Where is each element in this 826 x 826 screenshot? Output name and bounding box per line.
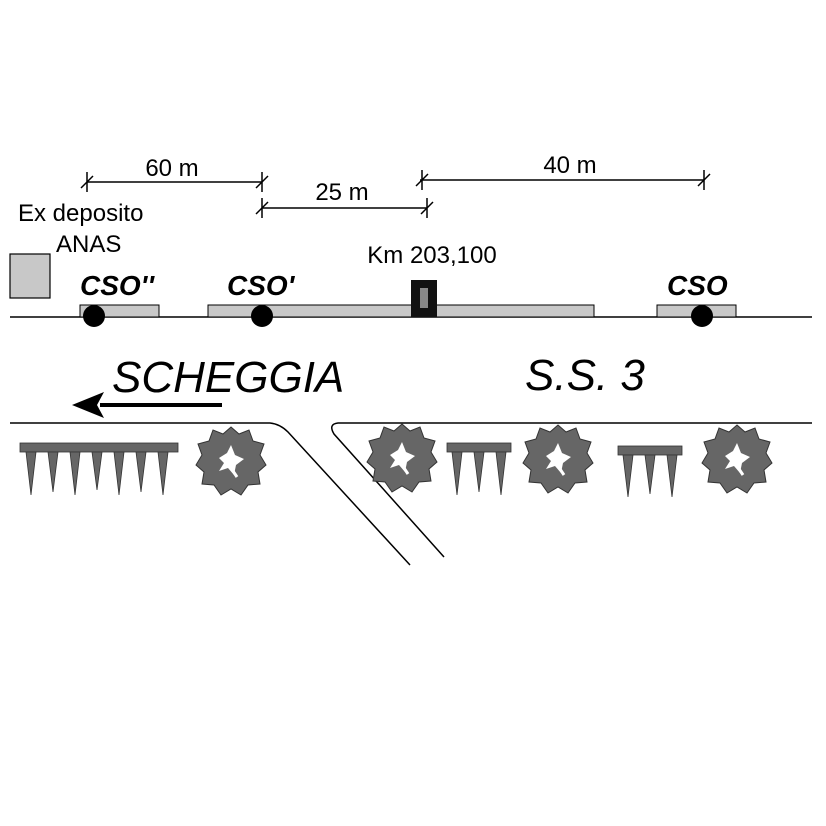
cso-right-label: CSO [667,270,728,301]
cso-mid-label: CSO' [227,270,296,301]
km-marker-label: Km 203,100 [367,242,496,269]
tree-icon [365,422,439,494]
hedge-icon [446,442,512,496]
cso-left-label: CSO'' [80,270,155,301]
depot-label-line1: Ex deposito [18,200,143,227]
hedge-icon [19,442,179,496]
dimension-25m: 25 m [315,179,368,206]
town-label: SCHEGGIA [112,353,344,402]
cso-mid-point [251,305,273,327]
dimension-lines [80,170,711,218]
cso-left-point [83,305,105,327]
hedge-icon [617,445,683,498]
depot-label-line2: ANAS [56,231,121,258]
road-label: S.S. 3 [525,351,645,400]
arrow-left-icon [72,392,222,418]
tree-icon [521,423,595,495]
dimension-60m: 60 m [145,155,198,182]
depot-building [9,253,51,299]
road-edge-lower-left [10,422,411,566]
strip-middle [207,304,595,318]
cso-right-point [691,305,713,327]
dimension-40m: 40 m [543,152,596,179]
tree-icon [194,425,268,497]
tree-icon [700,423,774,495]
road-edge-lower-right [331,422,812,558]
